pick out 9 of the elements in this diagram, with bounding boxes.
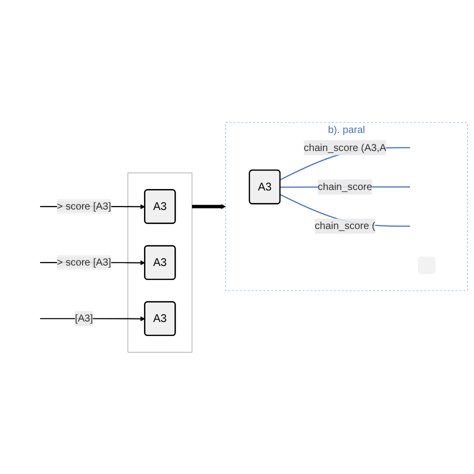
arrow bbox=[40, 316, 146, 321]
edge-label: chain_score ( bbox=[314, 220, 376, 232]
edge-label: chain_score bbox=[318, 180, 372, 192]
edge-label: > score [A3] bbox=[56, 200, 112, 212]
edge-label: [A3] bbox=[75, 312, 93, 324]
cluster bbox=[128, 172, 192, 352]
edge-label: chain_score (A3,A bbox=[304, 141, 386, 153]
arrow bbox=[192, 204, 226, 209]
edge-label: > score [A3] bbox=[56, 256, 112, 268]
